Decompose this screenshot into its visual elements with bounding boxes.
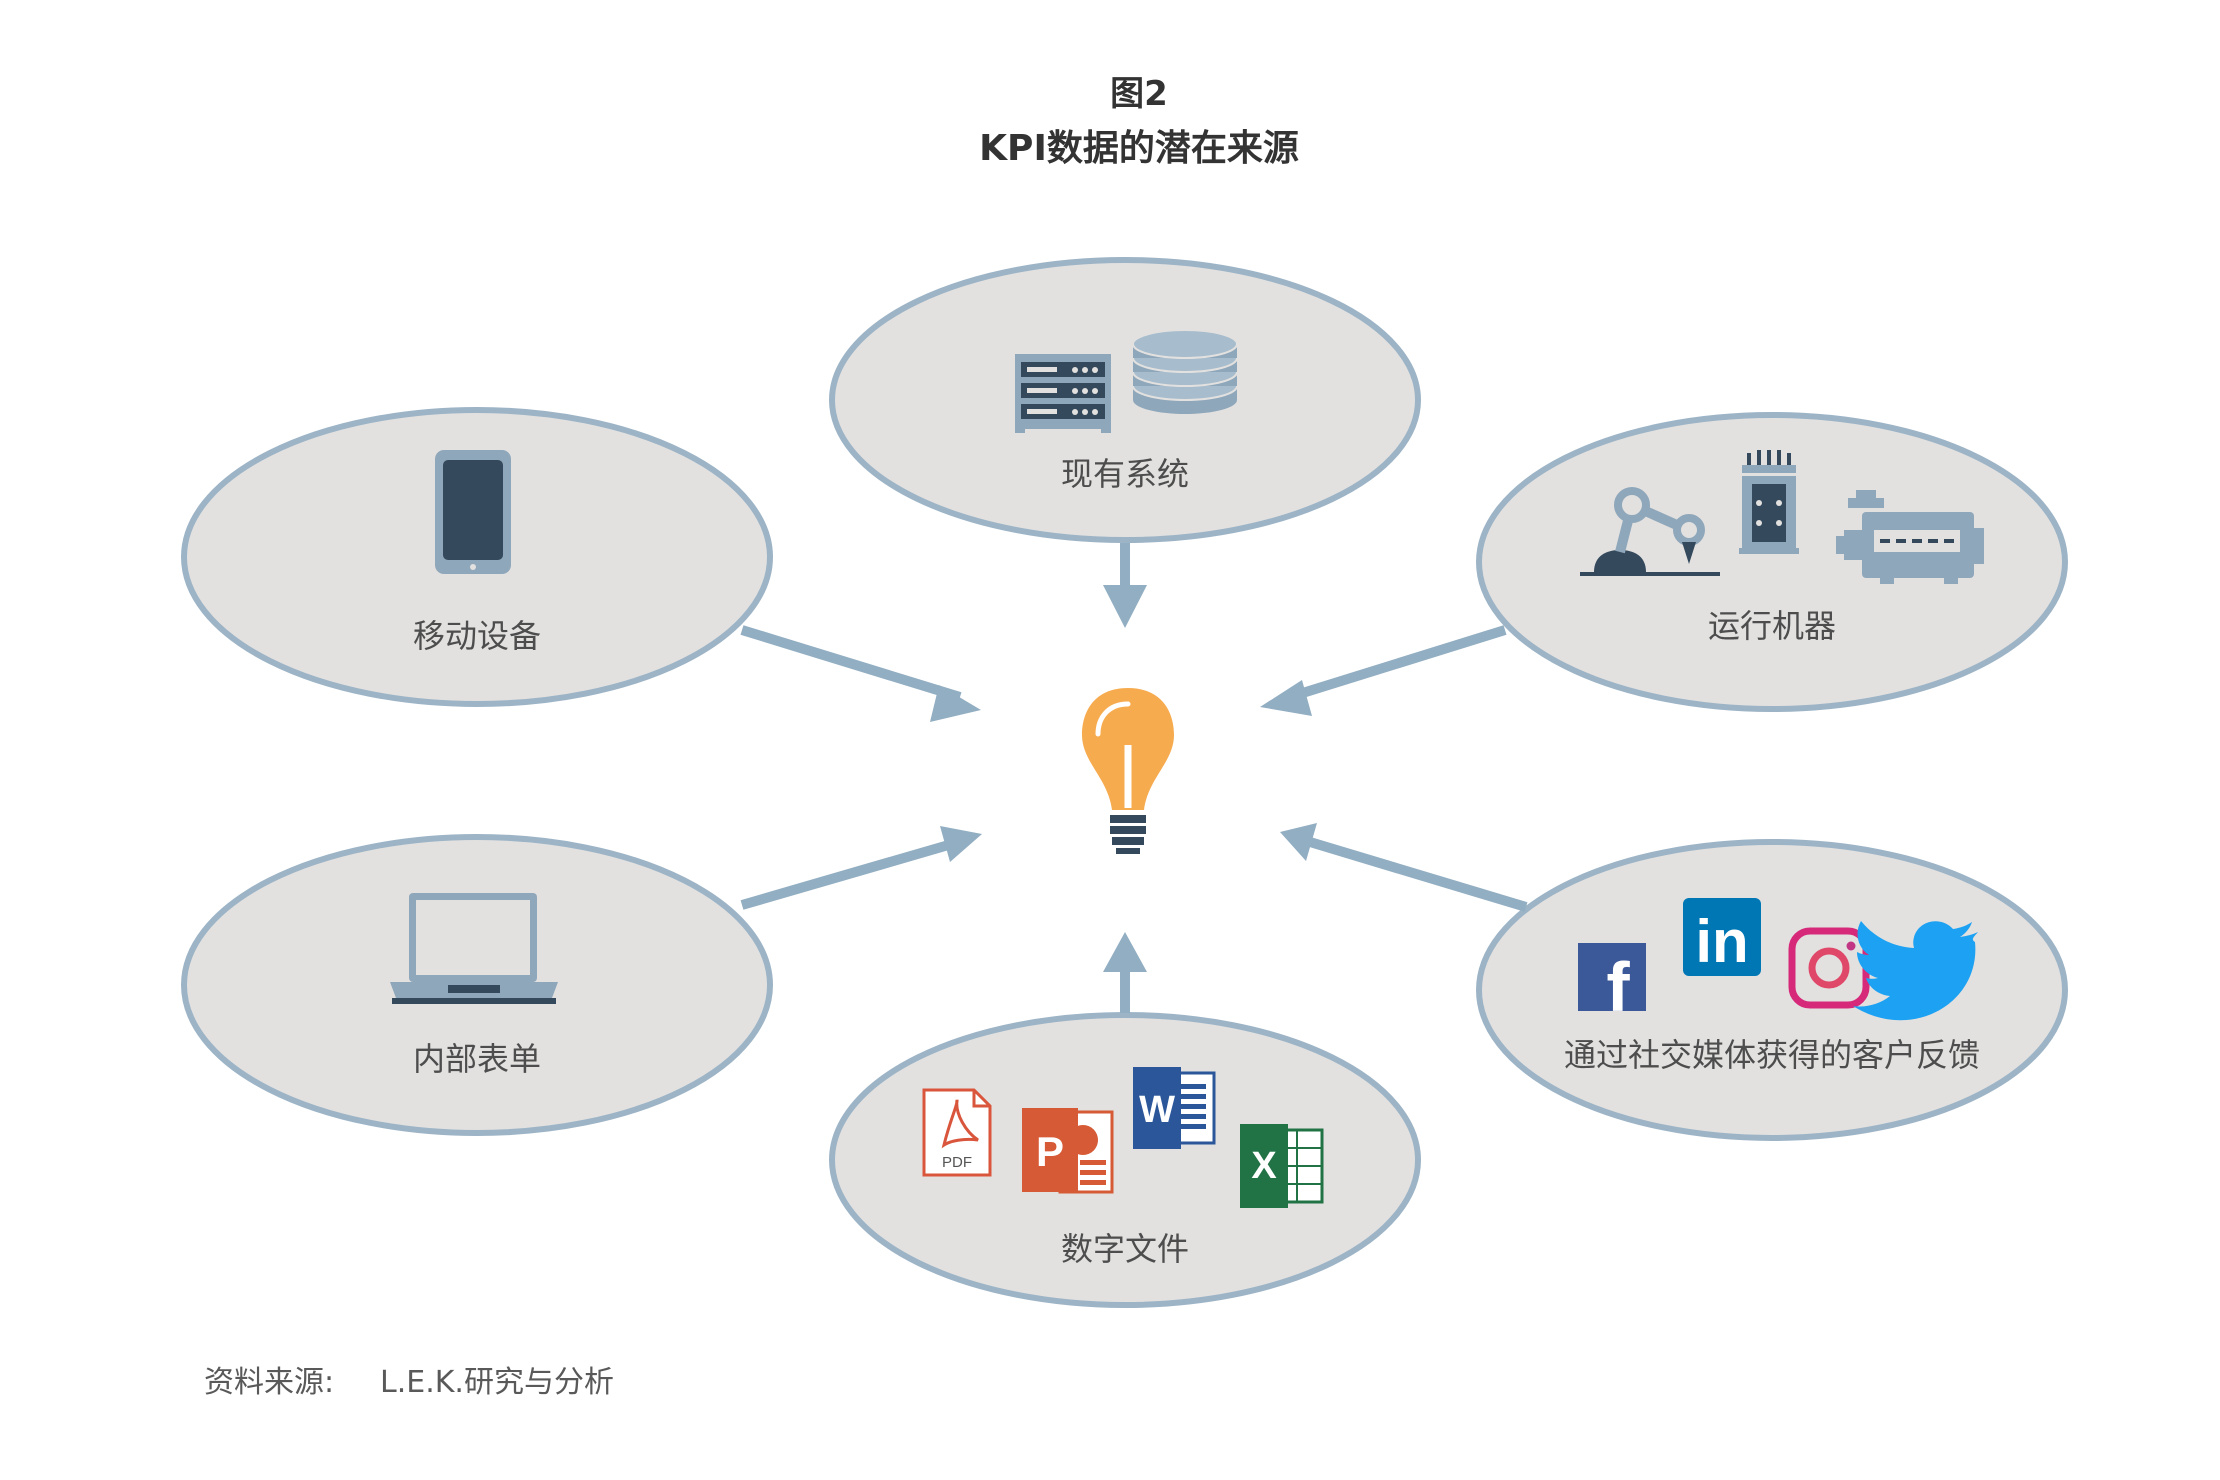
source-text: L.E.K.研究与分析 [380,1365,614,1400]
label-internal-forms: 内部表单 [413,1040,541,1078]
word-icon: W [1133,1067,1216,1149]
excel-icon: X [1240,1124,1324,1208]
label-mobile-devices: 移动设备 [413,617,541,655]
node-digital-files [829,1012,1421,1308]
label-running-machines: 运行机器 [1708,607,1836,645]
ellipse-existing-systems [829,257,1421,543]
twitter-icon [1853,921,1978,1021]
arrow-lower-right [1280,823,1528,912]
arrows [740,543,1528,1013]
arrow-bottom [1103,932,1147,1013]
linkedin-icon: in [1683,898,1761,976]
server-rack-icon [1015,354,1111,433]
engine-icon [1836,490,1984,584]
node-existing-systems [829,257,1421,543]
word-icon-text: W [1139,1089,1175,1131]
pdf-icon: PDF [922,1088,992,1177]
lightbulb-icon [1082,688,1174,854]
robot-arm-icon [1580,487,1720,576]
pdf-icon-text: PDF [942,1154,972,1171]
excel-icon-text: X [1251,1145,1277,1187]
facebook-icon-text: f [1606,948,1630,1026]
figure-title: KPI数据的潜在来源 [979,128,1299,169]
powerpoint-icon-text: P [1036,1128,1064,1175]
arrow-top [1103,543,1147,628]
transformer-icon [1739,450,1799,554]
figure-number: 图2 [1110,74,1168,114]
linkedin-icon-text: in [1695,908,1748,975]
arrow-upper-right [1260,625,1507,716]
label-social-feedback: 通过社交媒体获得的客户反馈 [1564,1036,1980,1074]
source-label: 资料来源: [204,1365,334,1400]
facebook-icon: f [1578,943,1646,1026]
arrow-lower-left [740,826,982,910]
label-digital-files: 数字文件 [1061,1230,1189,1268]
database-icon [1132,329,1238,414]
laptop-icon [390,893,558,1004]
powerpoint-icon: P [1022,1108,1114,1194]
ellipse-social-feedback [1476,839,2068,1141]
node-social-feedback [1476,839,2068,1141]
ellipse-digital-files [829,1012,1421,1308]
smartphone-icon [435,450,511,574]
label-existing-systems: 现有系统 [1061,455,1189,493]
arrow-upper-left [740,625,981,722]
